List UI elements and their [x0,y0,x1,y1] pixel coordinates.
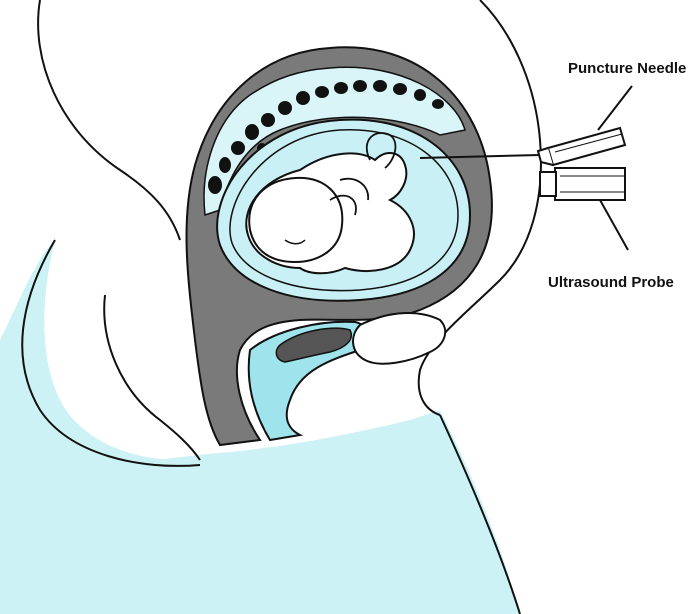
buttock-inner-outline [103,294,201,461]
lower-front-outline [439,414,521,614]
abdomen-outline [417,0,542,416]
fetus-head [248,176,344,264]
ultrasound-probe-label: Ultrasound Probe [548,274,674,291]
back-outline [37,0,181,241]
placenta [203,66,466,217]
bladder [275,327,352,363]
amniotic-membrane [229,129,459,292]
puncture-needle-label: Puncture Needle [568,60,686,77]
probe-leader-line [599,199,629,251]
puncture-needle-icon [419,126,627,167]
pubic-fold [352,312,447,365]
buttock-outline [21,239,201,467]
placenta-spots [208,80,444,206]
fetus-face [284,239,306,245]
fetus-limbs [329,132,397,216]
pelvis-region [100,410,520,614]
ultrasound-probe-icon [539,167,626,201]
needle-leader-line [597,85,633,131]
thigh-region [0,240,180,614]
